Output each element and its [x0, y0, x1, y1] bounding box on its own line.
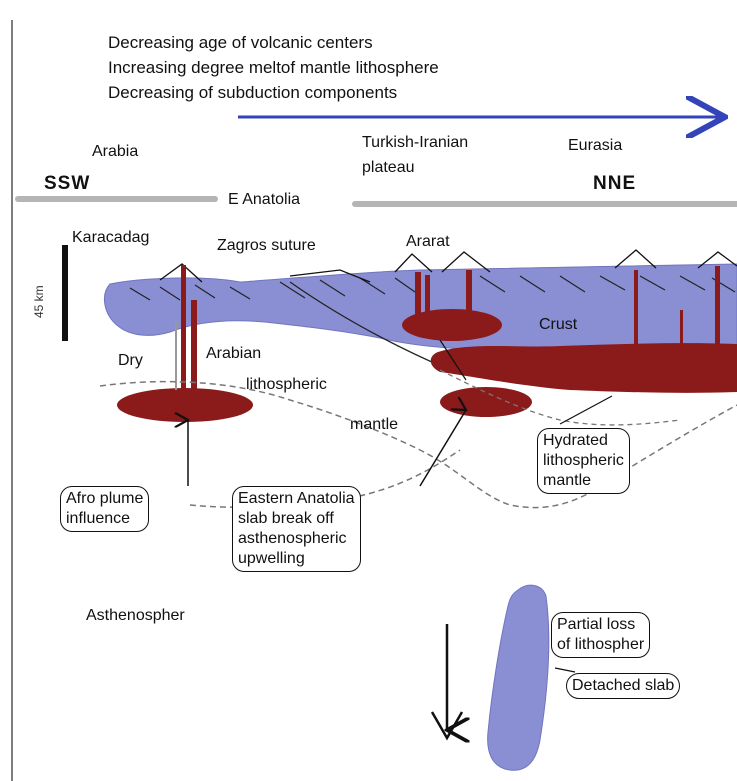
label-ararat: Ararat — [406, 234, 450, 250]
eastern-line-2: slab break off — [238, 509, 355, 529]
label-arabian: Arabian — [206, 346, 261, 362]
melt-pool-eastern — [440, 387, 532, 417]
direction-nne: NNE — [593, 174, 636, 193]
afro-line-2: influence — [66, 509, 143, 529]
detached-slab-pointer — [555, 668, 575, 672]
label-mantle: mantle — [350, 417, 398, 433]
partial-line-2: of lithospher — [557, 635, 644, 655]
header-line-3: Decreasing of subduction components — [108, 84, 397, 101]
eastern-line-4: upwelling — [238, 549, 355, 569]
label-crust: Crust — [539, 317, 577, 333]
header-line-1: Decreasing age of volcanic centers — [108, 34, 373, 51]
callout-detached-slab: Detached slab — [566, 673, 680, 699]
header-line-2: Increasing degree meltof mantle lithosph… — [108, 59, 439, 76]
region-turkish-iranian-1: Turkish-Iranian — [362, 135, 468, 151]
label-karacadag: Karacadag — [72, 230, 149, 246]
label-dry: Dry — [118, 353, 143, 369]
hydrated-line-3: mantle — [543, 471, 624, 491]
label-asthenosphere: Asthenospher — [86, 608, 185, 624]
region-arabia: Arabia — [92, 144, 138, 160]
label-scale: 45 km — [32, 285, 46, 318]
eastern-line-3: asthenospheric — [238, 529, 355, 549]
direction-ssw: SSW — [44, 174, 90, 193]
melt-layer-hydrated — [431, 343, 737, 393]
afro-line-1: Afro plume — [66, 489, 143, 509]
hydrated-line-2: lithospheric — [543, 451, 624, 471]
region-e-anatolia: E Anatolia — [228, 192, 300, 208]
label-lithospheric: lithospheric — [246, 377, 327, 393]
hydrated-line-1: Hydrated — [543, 431, 624, 451]
partial-line-1: Partial loss — [557, 615, 644, 635]
scale-bar — [62, 245, 68, 341]
callout-eastern-anatolia: Eastern Anatolia slab break off asthenos… — [232, 486, 361, 572]
eastern-arrow — [420, 410, 466, 486]
hydrated-arrow — [560, 396, 612, 424]
region-turkish-iranian-2: plateau — [362, 160, 415, 176]
region-eurasia: Eurasia — [568, 138, 622, 154]
detached-slab — [488, 585, 549, 770]
eastern-line-1: Eastern Anatolia — [238, 489, 355, 509]
callout-afro-plume: Afro plume influence — [60, 486, 149, 532]
callout-hydrated-mantle: Hydrated lithospheric mantle — [537, 428, 630, 494]
callout-partial-loss: Partial loss of lithospher — [551, 612, 650, 658]
label-zagros-suture: Zagros suture — [217, 238, 316, 254]
